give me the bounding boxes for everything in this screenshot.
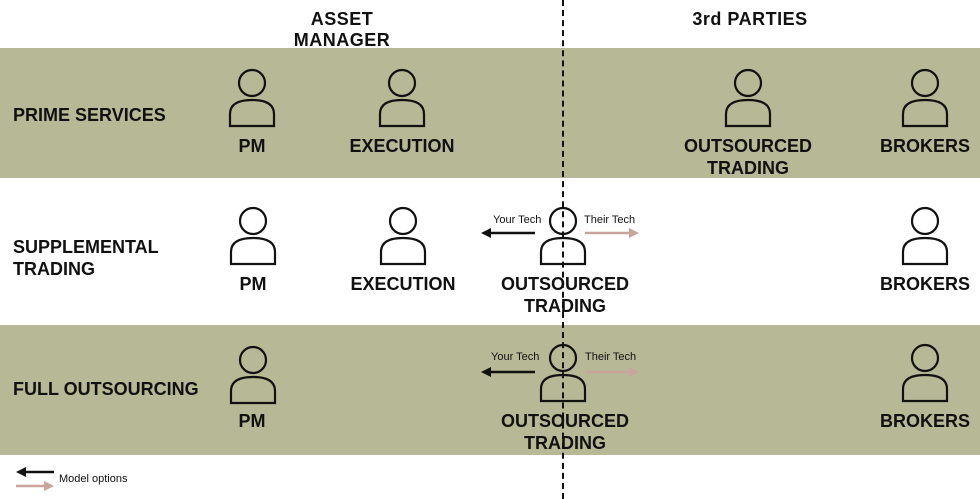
person-icon [723,68,773,128]
prime-outsourced-label-line2: TRADING [707,158,789,178]
arrow-left-icon [481,228,535,238]
row-label-prime-services: PRIME SERVICES [13,105,166,125]
person-icon [378,206,428,266]
person-icon [228,206,278,266]
legend-arrow-right-icon [16,481,54,491]
row-label-supplemental-line2: TRADING [13,259,95,279]
supplemental-your-tech-label: Your Tech [493,214,542,226]
arrow-right-icon [585,367,639,377]
legend-text: Model options [59,473,128,485]
arrow-right-icon [585,228,639,238]
prime-execution-label: EXECUTION [349,136,455,156]
full-pm-label: PM [238,411,266,431]
person-icon [900,206,950,266]
arrow-left-icon [481,367,535,377]
full-outsourced-label-line1: OUTSOURCED [500,411,630,431]
supplemental-execution-label: EXECUTION [350,274,456,294]
prime-pm-label: PM [238,136,266,156]
third-parties-header: 3rd PARTIES [692,9,808,29]
full-outsourced-label-line2: TRADING [524,433,606,453]
asset-manager-header: ASSET MANAGER [293,9,391,50]
asset-manager-third-party-divider [562,0,564,499]
person-icon [900,343,950,403]
prime-outsourced-label-line1: OUTSOURCED [683,136,813,156]
supplemental-pm-label: PM [239,274,267,294]
prime-services-band [0,48,980,178]
legend-arrow-left-icon [16,467,54,477]
row-label-full-outsourcing: FULL OUTSOURCING [13,379,199,399]
full-their-tech-label: Their Tech [585,351,637,363]
full-brokers-label: BROKERS [879,411,971,431]
person-icon [900,68,950,128]
full-outsourcing-band [0,325,980,455]
person-icon [377,68,427,128]
person-icon [227,68,277,128]
prime-brokers-label: BROKERS [879,136,971,156]
person-icon [228,345,278,405]
supplemental-brokers-label: BROKERS [879,274,971,294]
supplemental-their-tech-label: Their Tech [584,214,636,226]
supplemental-outsourced-label-line1: OUTSOURCED [500,274,630,294]
row-label-supplemental-line1: SUPPLEMENTAL [13,237,159,257]
supplemental-outsourced-label-line2: TRADING [524,296,606,316]
full-your-tech-label: Your Tech [491,351,540,363]
